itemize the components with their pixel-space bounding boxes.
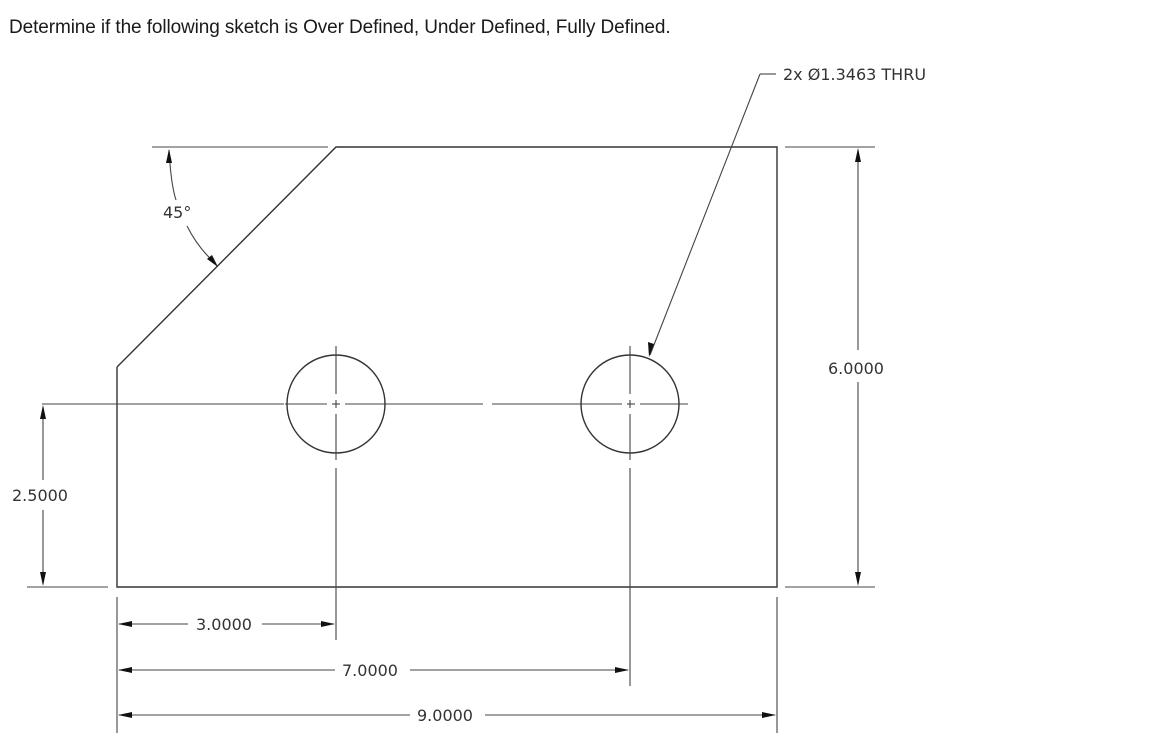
dimension-hole1-x: 3.0000: [118, 615, 335, 634]
dimension-width-total-label: 9.0000: [417, 706, 473, 725]
angle-label: 45°: [163, 203, 191, 222]
angle-dimension: 45°: [163, 149, 218, 267]
hole-callout: 2x Ø1.3463 THRU: [648, 65, 926, 357]
question-text: Determine if the following sketch is Ove…: [9, 17, 671, 38]
part-outline: [116, 146, 778, 588]
dimension-hole1-x-label: 3.0000: [196, 615, 252, 634]
hole-1: [286, 346, 386, 640]
dimension-hole2-x-label: 7.0000: [342, 661, 398, 680]
hole-2: [580, 346, 680, 686]
dimension-hole2-x: 7.0000: [118, 661, 629, 680]
dimension-hole-height-label: 2.5000: [12, 486, 68, 505]
hole-callout-label: 2x Ø1.3463 THRU: [783, 65, 926, 84]
dimension-width-total: 9.0000: [118, 706, 776, 725]
dimension-height-total: 6.0000: [785, 146, 884, 588]
dimension-hole-height: 2.5000: [12, 405, 108, 588]
dimension-height-total-label: 6.0000: [828, 359, 884, 378]
